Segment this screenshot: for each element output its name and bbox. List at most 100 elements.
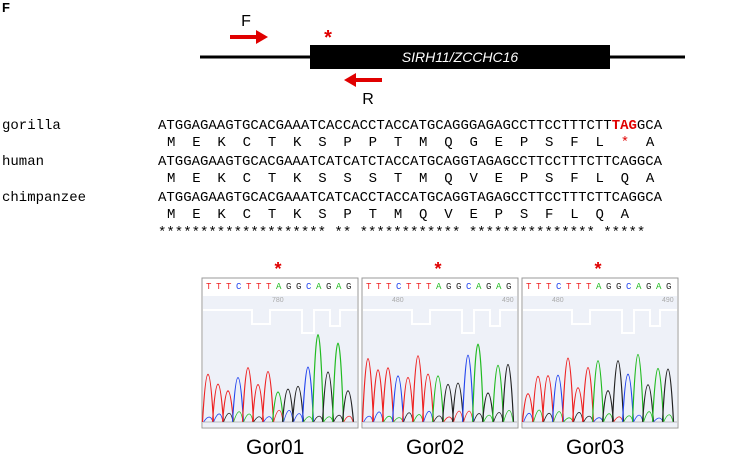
base-call-C: C [306, 282, 312, 292]
trace-peak-G [321, 371, 335, 423]
base-call-C: C [236, 282, 242, 292]
trace-peak-T [571, 387, 585, 423]
base-call-G: G [456, 282, 461, 292]
base-call-A: A [596, 282, 602, 292]
forward-primer-label: F [241, 13, 251, 30]
human-aa: M E K C T K S S S T M Q V E P S F L Q A [167, 171, 655, 187]
base-call-T: T [546, 282, 552, 292]
trace-peak-G [481, 392, 495, 423]
trace-peak-C [301, 366, 315, 423]
exon-box [310, 45, 610, 69]
trace-peak-G [641, 384, 655, 423]
trace-peak-G [661, 368, 675, 423]
base-call-A: A [476, 282, 482, 292]
trace-peak-C [461, 354, 475, 423]
base-call-G: G [326, 282, 331, 292]
quality-trace [363, 309, 517, 334]
trace-peak-T [361, 358, 375, 423]
stop-codon-tag: TAG [611, 118, 637, 134]
trace-peak-T [411, 355, 425, 423]
trace-peak-A [311, 333, 325, 423]
chromatogram-label-gor02: Gor02 [406, 436, 465, 459]
trace-peak-T [401, 376, 415, 423]
trace-noise [663, 414, 674, 423]
base-call-G: G [446, 282, 451, 292]
base-call-T: T [576, 282, 582, 292]
base-call-T: T [256, 282, 262, 292]
trace-peak-G [451, 382, 465, 423]
base-call-C: C [626, 282, 632, 292]
base-call-T: T [536, 282, 542, 292]
human-dna: ATGGAGAAGTGCACGAAATCATCATCTACCATGCAGGTAG… [158, 154, 663, 170]
trace-peak-T [371, 369, 385, 423]
base-call-G: G [486, 282, 491, 292]
chimpanzee-dna: ATGGAGAAGTGCACGAAATCATCACCTACCATGCAGGTAG… [158, 190, 663, 206]
base-call-G: G [506, 282, 511, 292]
base-call-A: A [436, 282, 442, 292]
gorilla-aa: M E K C T K S P P T M Q G E P S F L * A [167, 135, 655, 151]
trace-peak-C [551, 374, 565, 423]
base-call-T: T [416, 282, 422, 292]
species-label-human: human [2, 154, 45, 170]
species-label-gorilla: gorilla [2, 118, 61, 134]
trace-peak-T [531, 375, 545, 423]
mutation-asterisk: * [594, 259, 601, 279]
base-call-G: G [666, 282, 671, 292]
gene-name: SIRH11/ZCCHC16 [402, 49, 519, 65]
trace-peak-G [291, 385, 305, 423]
position-tick: 780 [272, 297, 284, 304]
base-call-A: A [316, 282, 322, 292]
base-call-T: T [406, 282, 412, 292]
base-call-G: G [346, 282, 351, 292]
base-call-G: G [286, 282, 291, 292]
trace-noise [503, 409, 514, 423]
chromatogram-bg [363, 296, 517, 427]
base-call-A: A [636, 282, 642, 292]
trace-peak-T [541, 375, 555, 423]
trace-peak-A [491, 365, 505, 423]
position-tick: 490 [662, 297, 674, 304]
trace-peak-G [501, 364, 515, 423]
base-call-T: T [566, 282, 572, 292]
trace-peak-T [211, 383, 225, 423]
reverse-primer-label: R [362, 91, 374, 108]
quality-trace [523, 309, 677, 334]
chromatogram-label-gor03: Gor03 [566, 436, 625, 459]
trace-peak-A [591, 360, 605, 423]
base-call-T: T [386, 282, 392, 292]
base-call-T: T [206, 282, 212, 292]
base-call-T: T [376, 282, 382, 292]
trace-noise [343, 415, 354, 423]
quality-trace [203, 309, 357, 334]
base-call-T: T [266, 282, 272, 292]
base-call-G: G [646, 282, 651, 292]
base-call-T: T [216, 282, 222, 292]
trace-peak-G [441, 384, 455, 423]
species-label-chimpanzee: chimpanzee [2, 190, 87, 206]
mutation-asterisk: * [434, 259, 441, 279]
position-tick: 480 [552, 297, 564, 304]
chromatogram-label-gor01: Gor01 [246, 436, 305, 459]
mutation-asterisk: * [324, 27, 332, 49]
base-call-T: T [246, 282, 252, 292]
base-call-A: A [336, 282, 342, 292]
trace-peak-T [261, 370, 275, 423]
base-call-C: C [396, 282, 402, 292]
trace-peak-T [521, 393, 535, 423]
base-call-G: G [296, 282, 301, 292]
trace-peak-A [431, 375, 445, 423]
trace-peak-G [341, 390, 355, 423]
trace-peak-T [381, 367, 395, 423]
chromatogram-bg [203, 296, 357, 427]
trace-peak-T [241, 367, 255, 423]
trace-peak-T [421, 373, 435, 423]
reverse-primer-arrowhead [344, 73, 356, 87]
trace-peak-T [201, 373, 215, 423]
trace-peak-A [471, 343, 485, 423]
forward-primer-arrowhead [256, 30, 268, 44]
trace-peak-T [221, 390, 235, 423]
trace-peak-G [281, 388, 295, 423]
stop-asterisk: * [620, 135, 630, 151]
trace-peak-A [271, 391, 285, 423]
